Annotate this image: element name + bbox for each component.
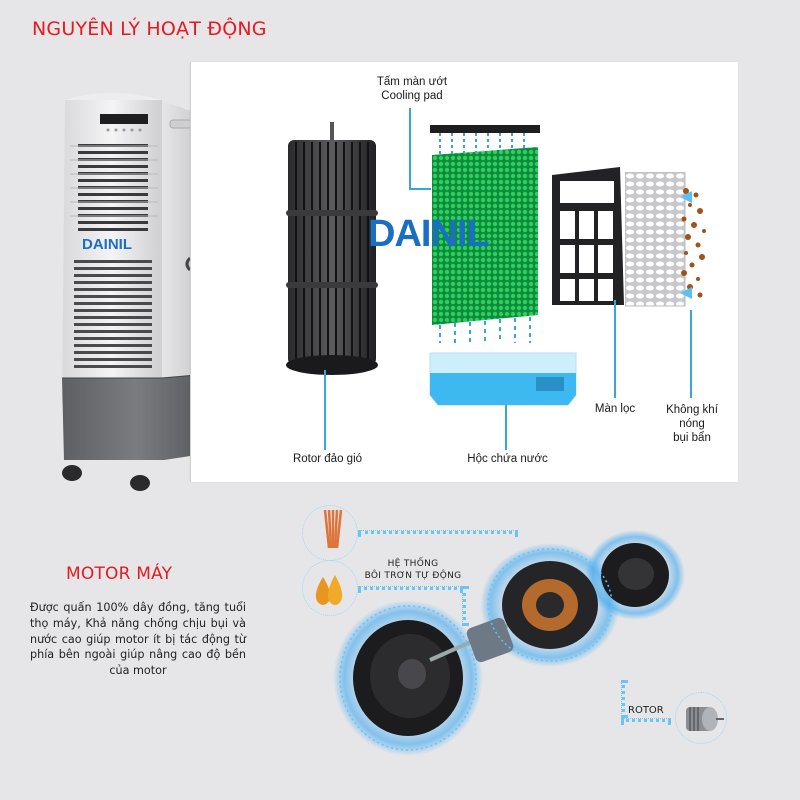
motor-section-title: MOTOR MÁY — [66, 564, 173, 584]
label-hot-air-line3: bụi bẩn — [673, 432, 711, 444]
product-logo: DAINIL — [82, 236, 132, 253]
label-hot-air: Không khí nóng bụi bẩn — [652, 403, 732, 445]
label-hot-air-line1: Không khí — [666, 404, 718, 416]
lubrication-label-line1: HỆ THỐNG — [387, 559, 439, 569]
leader-line-water-tank — [505, 405, 507, 450]
leader-line-rotor — [324, 370, 326, 450]
leader-line-cooling-pad — [409, 108, 411, 190]
mesh-filter-illustration — [624, 171, 687, 308]
lubrication-system-label: HỆ THỐNG BÔI TRƠN TỰ ĐỘNG — [358, 558, 468, 582]
lubrication-leader-line-v — [462, 586, 466, 626]
motor-description: Được quấn 100% dây đồng, tăng tuổi thọ m… — [30, 601, 246, 678]
label-cooling-pad-en: Cooling pad — [381, 90, 443, 102]
copper-wire-icon — [302, 505, 358, 561]
label-filter: Màn lọc — [594, 403, 636, 415]
diagram-logo: DAINIL — [368, 213, 490, 255]
oil-drop-icon — [302, 560, 358, 616]
lubrication-leader-line — [358, 586, 463, 590]
label-rotor: Rotor đảo gió — [292, 453, 363, 465]
rotor-label: ROTOR — [628, 705, 664, 716]
leader-line-filter — [614, 300, 616, 398]
rotor-leader-line-h — [621, 718, 671, 722]
label-cooling-pad-vi: Tấm màn ướt — [376, 76, 448, 88]
rotor-fan-illustration — [282, 122, 382, 377]
page-title: NGUYÊN LÝ HOẠT ĐỘNG — [32, 18, 267, 40]
label-cooling-pad: Tấm màn ướt Cooling pad — [372, 75, 452, 103]
leader-line-cooling-pad-h — [409, 188, 431, 190]
exploded-motor-illustration — [320, 530, 700, 780]
copper-leader-line — [358, 530, 518, 534]
leader-line-hot-air — [690, 310, 692, 398]
cooling-pad-illustration — [420, 125, 550, 345]
label-water-tank: Hộc chứa nước — [467, 453, 548, 465]
water-tank-illustration — [428, 345, 578, 407]
label-hot-air-line2: nóng — [679, 418, 705, 430]
rotor-motor-icon — [675, 692, 727, 744]
lubrication-label-line2: BÔI TRƠN TỰ ĐỘNG — [364, 571, 462, 581]
hot-dusty-air-illustration — [676, 185, 726, 305]
filter-frame-illustration — [548, 165, 628, 310]
rotor-leader-line-v — [621, 680, 625, 718]
